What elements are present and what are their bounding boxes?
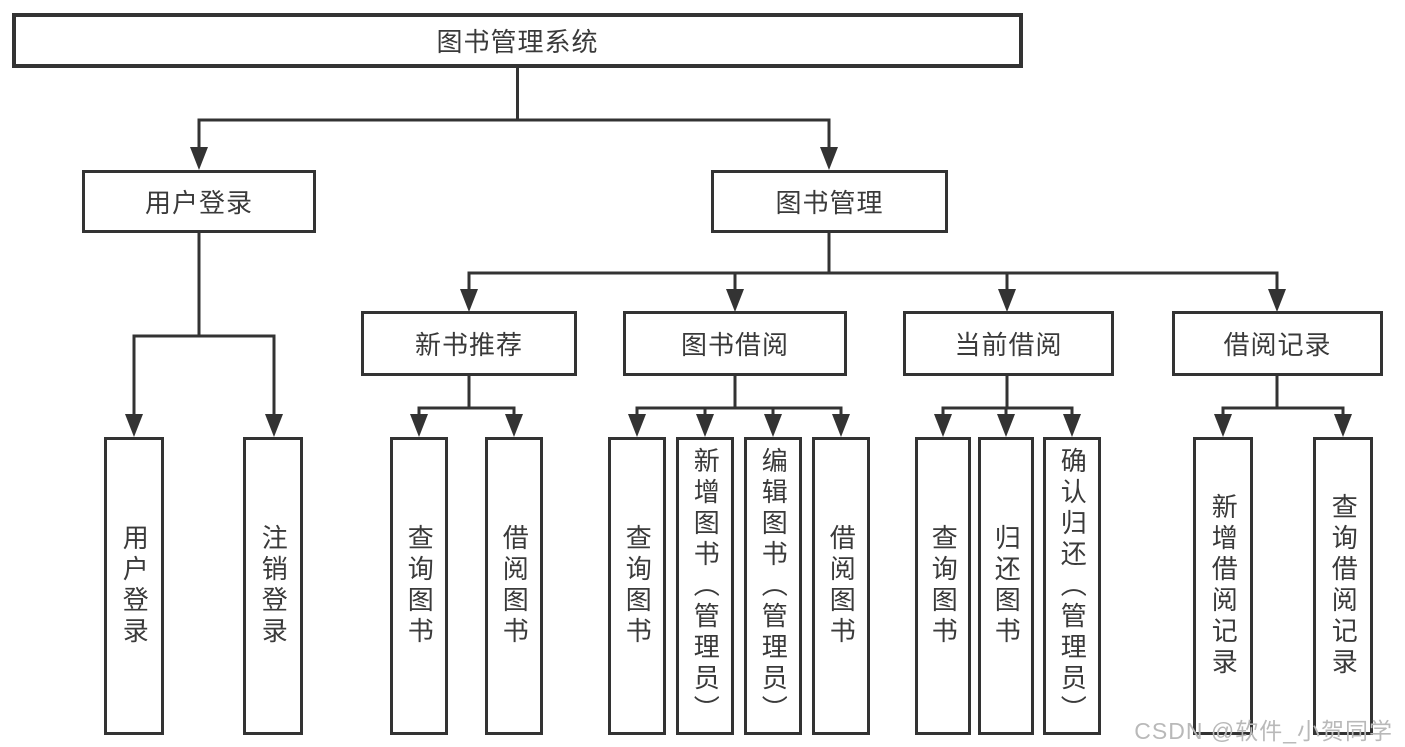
- leaf-add-borrow-record: 新增借阅记录: [1193, 437, 1253, 735]
- node-book-management-label: 图书管理: [775, 188, 884, 218]
- leaf-query-borrow-record-label: 查询借阅记录: [1328, 493, 1359, 679]
- leaf-recommend-borrow-books: 借阅图书: [485, 437, 543, 735]
- node-user-login: 用户登录: [82, 170, 316, 233]
- leaf-return-books-label: 归还图书: [991, 524, 1022, 648]
- leaf-confirm-return-admin: 确认归还（管理员）: [1043, 437, 1101, 735]
- node-current-borrowing-label: 当前借阅: [954, 330, 1063, 360]
- leaf-borrowing-query-books: 查询图书: [608, 437, 666, 735]
- leaf-return-books: 归还图书: [978, 437, 1034, 735]
- node-new-book-recommend: 新书推荐: [361, 311, 577, 376]
- leaf-logout-label: 注销登录: [258, 524, 289, 648]
- node-root-system: 图书管理系统: [12, 13, 1023, 68]
- leaf-recommend-query-books: 查询图书: [390, 437, 448, 735]
- leaf-recommend-query-books-label: 查询图书: [404, 524, 435, 648]
- node-user-login-label: 用户登录: [144, 188, 253, 218]
- leaf-borrowing-borrow-books-label: 借阅图书: [826, 524, 857, 648]
- leaf-edit-book-admin-label: 编辑图书（管理员）: [758, 446, 789, 726]
- leaf-add-borrow-record-label: 新增借阅记录: [1208, 493, 1239, 679]
- leaf-recommend-borrow-books-label: 借阅图书: [499, 524, 530, 648]
- leaf-user-login-label: 用户登录: [119, 524, 150, 648]
- leaf-logout: 注销登录: [243, 437, 303, 735]
- node-root-label: 图书管理系统: [436, 27, 599, 57]
- leaf-borrowing-query-books-label: 查询图书: [622, 524, 653, 648]
- leaf-add-book-admin: 新增图书（管理员）: [676, 437, 734, 735]
- node-borrowing-records: 借阅记录: [1172, 311, 1383, 376]
- leaf-user-login: 用户登录: [104, 437, 164, 735]
- leaf-current-query-books-label: 查询图书: [928, 524, 959, 648]
- leaf-edit-book-admin: 编辑图书（管理员）: [744, 437, 802, 735]
- leaf-borrowing-borrow-books: 借阅图书: [812, 437, 870, 735]
- leaf-current-query-books: 查询图书: [915, 437, 971, 735]
- node-book-management: 图书管理: [711, 170, 948, 233]
- node-new-book-recommend-label: 新书推荐: [414, 330, 523, 360]
- csdn-watermark: CSDN @软件_小贺同学: [1134, 718, 1393, 744]
- node-borrowing-records-label: 借阅记录: [1223, 330, 1332, 360]
- node-current-borrowing: 当前借阅: [903, 311, 1114, 376]
- node-book-borrowing-label: 图书借阅: [680, 330, 789, 360]
- node-book-borrowing: 图书借阅: [623, 311, 847, 376]
- arrowheads: [125, 147, 1352, 437]
- leaf-add-book-admin-label: 新增图书（管理员）: [690, 446, 721, 726]
- leaf-query-borrow-record: 查询借阅记录: [1313, 437, 1373, 735]
- leaf-confirm-return-admin-label: 确认归还（管理员）: [1057, 446, 1088, 726]
